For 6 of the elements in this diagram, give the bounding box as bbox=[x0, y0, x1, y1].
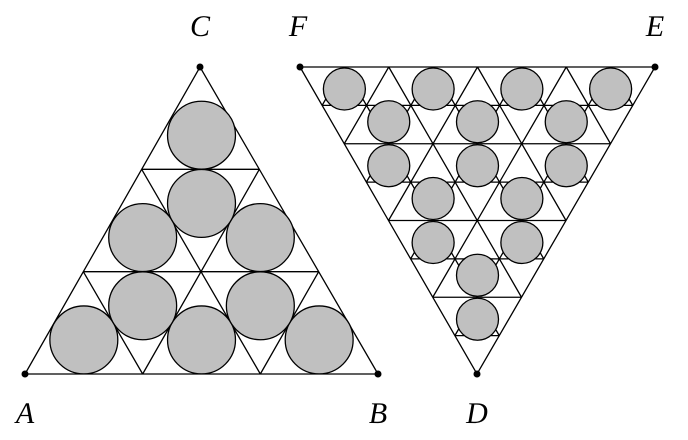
point-label: A bbox=[16, 399, 34, 429]
point-label: D bbox=[466, 399, 488, 429]
point-label: E bbox=[646, 12, 664, 42]
point-label: C bbox=[190, 12, 210, 42]
point-label: F bbox=[288, 12, 308, 42]
point-label: B bbox=[368, 399, 388, 429]
